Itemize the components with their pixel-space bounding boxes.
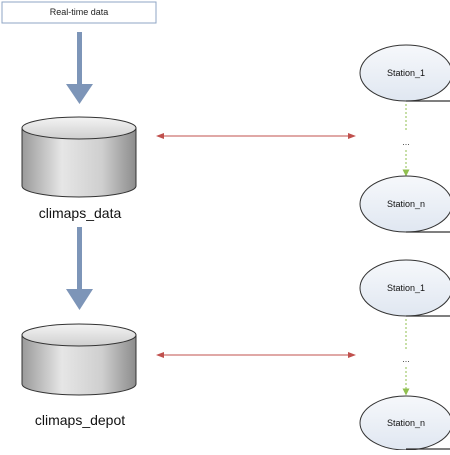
station-node-last: Station_n [359,175,450,233]
station-n-label: Station_n [387,199,425,209]
climaps-data-label: climaps_data [39,205,122,221]
station-1-label: Station_1 [387,68,425,78]
climaps-depot-label: climaps_depot [35,412,125,428]
climaps-data-cylinder [21,116,137,198]
flow-arrow-1 [66,32,93,104]
real-time-data-box: Real-time data [1,1,157,24]
station-1-label: Station_1 [387,283,425,293]
station-group-2: Station_1 ... Station_n [359,259,450,451]
station-n-label: Station_n [387,418,425,428]
station-node-last: Station_n [359,395,450,451]
station-ellipsis: ... [402,137,410,147]
flow-arrow-2 [66,227,93,310]
station-node-first: Station_1 [359,44,450,102]
station-node-first: Station_1 [359,259,450,317]
station-group-1: Station_1 ... Station_n [359,44,450,233]
station-ellipsis: ... [402,354,410,364]
climaps-depot-cylinder [21,323,137,396]
real-time-data-label: Real-time data [50,7,109,17]
